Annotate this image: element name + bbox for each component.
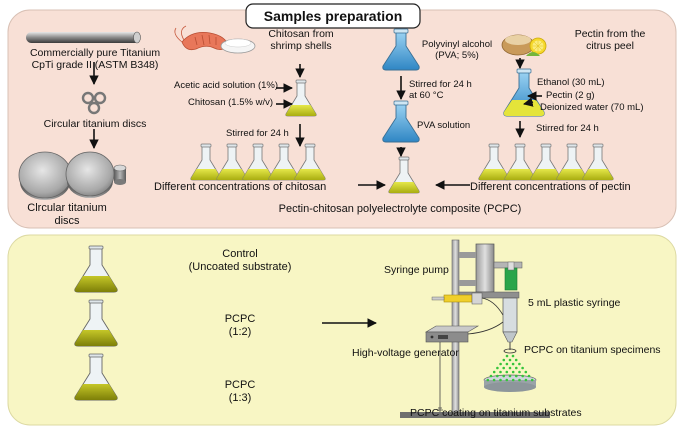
spray-droplet	[496, 374, 499, 378]
sample-pcpc-1-3-line2: (1:3)	[228, 391, 252, 404]
shrimp-graphic	[174, 25, 256, 54]
spray-droplet	[515, 374, 518, 378]
sample-pcpc-1-3-label: PCPC (1:3)	[170, 379, 310, 404]
spray-droplet	[524, 370, 528, 374]
spray-droplet	[486, 378, 490, 382]
sample-control-line1: Control	[222, 248, 258, 260]
spray-droplet	[508, 374, 512, 378]
spray-droplet	[499, 378, 502, 382]
titanium-source-label: Commercially pure Titanium CpTi grade II…	[10, 47, 180, 71]
specimens-label: PCPC on titanium specimens	[524, 344, 661, 356]
spray-droplet	[499, 362, 502, 366]
pectin-concentrations-label: Different concentrations of pectin	[470, 181, 631, 193]
process-arrows	[89, 58, 542, 190]
sample-control-label: Control (Uncoated substrate)	[170, 248, 310, 273]
pva-solution-label: PVA solution	[417, 120, 471, 131]
syringe-pump-label: Syringe pump	[384, 264, 449, 276]
titanium-source-line2: CpTi grade II (ASTM B348)	[31, 59, 159, 72]
spray-droplet	[505, 354, 509, 358]
pectin-source-line2: citrus peel	[586, 40, 634, 53]
spray-droplet	[489, 374, 493, 378]
pva-source-line1: Polyvinyl alcohol	[421, 39, 493, 50]
sample-pcpc-1-2-label: PCPC (1:2)	[170, 313, 310, 338]
pectin-stirred-label: Stirred for 24 h	[536, 123, 599, 134]
pva-flask	[382, 28, 420, 71]
pectin-source-graphic	[501, 34, 547, 56]
titanium-discs-line2: discs	[54, 214, 80, 227]
spray-droplets	[486, 354, 534, 382]
spray-droplet	[518, 362, 521, 366]
spray-droplet	[521, 374, 524, 378]
chitosan-concentrations-label: Different concentrations of chitosan	[154, 181, 327, 193]
coating-label: PCPC coating on titanium substrates	[410, 407, 582, 419]
spray-droplet	[524, 378, 528, 382]
spray-droplet	[505, 378, 509, 382]
spray-droplet	[502, 358, 506, 362]
page-title: Samples preparation	[263, 8, 403, 24]
spray-droplet	[505, 362, 509, 366]
plastic-syringe-label: 5 mL plastic syringe	[528, 297, 621, 309]
spray-droplet	[505, 370, 509, 374]
pectin-mass-label: Pectin (2 g)	[546, 90, 595, 101]
chitosan-source-line1: Chitosan from	[268, 28, 334, 40]
spray-droplet	[508, 366, 512, 370]
sample-control-line2: (Uncoated substrate)	[188, 260, 292, 273]
titanium-discs-line1: Clrcular titanium	[27, 202, 107, 214]
titanium-rod-graphic	[26, 31, 141, 44]
spray-droplet	[511, 378, 515, 382]
spray-droplet	[511, 370, 515, 374]
circular-discs-label: Circular titanium discs	[43, 118, 147, 130]
spray-droplet	[492, 370, 496, 374]
sample-pcpc-1-2-line2: (1:2)	[228, 325, 252, 338]
water-label: Deionized water (70 mL)	[540, 102, 644, 113]
pva-source-label: Polyvinyl alcohol (PVA; 5%)	[412, 39, 502, 62]
hv-generator-label: High-voltage generator	[352, 347, 459, 359]
spray-droplet	[518, 370, 521, 374]
pva-stirred-line1: Stirred for 24 h	[409, 79, 472, 90]
composite-label: Pectin-chitosan polyelectrolyte composit…	[278, 203, 522, 215]
spray-droplet	[499, 370, 502, 374]
pectin-source-line1: Pectin from the	[574, 28, 646, 40]
spray-droplet	[502, 374, 506, 378]
chitosan-stirred-label: Stirred for 24 h	[226, 128, 289, 139]
spray-droplet	[511, 362, 515, 366]
spray-droplet	[508, 358, 512, 362]
ethanol-label: Ethanol (30 mL)	[537, 77, 605, 88]
title-box	[245, 3, 421, 29]
spray-droplet	[492, 378, 496, 382]
spray-droplet	[515, 366, 518, 370]
sample-pcpc-1-3-line1: PCPC	[224, 379, 256, 391]
spray-droplet	[530, 378, 534, 382]
spray-droplet	[514, 358, 518, 362]
pectin-source-label: Pectin from the citrus peel	[555, 28, 665, 52]
acetic-acid-label: Acetic acid solution (1%)	[174, 80, 279, 91]
pva-stirred-line2: at 60 °C	[409, 89, 444, 101]
spray-droplet	[521, 366, 524, 370]
titanium-discs-graphic	[18, 151, 127, 200]
titanium-source-line1: Commercially pure Titanium	[29, 47, 161, 59]
electrospinning-apparatus	[400, 239, 550, 418]
chitosan-source-label: Chitosan from shrimp shells	[256, 28, 346, 52]
pva-solution-flask	[382, 100, 420, 143]
sample-pcpc-1-2-line1: PCPC	[224, 313, 256, 325]
spray-droplet	[518, 378, 521, 382]
pectin-flask	[503, 68, 545, 117]
chitosan-source-line2: shrimp shells	[270, 40, 332, 53]
chitosan-concentration-label: Chitosan (1.5% w/v)	[188, 97, 274, 108]
titanium-discs-label: Clrcular titanium discs	[22, 202, 112, 227]
spray-droplet	[527, 374, 531, 378]
spray-droplet	[502, 366, 506, 370]
spray-droplet	[496, 366, 499, 370]
spray-droplet	[511, 354, 515, 358]
titanium-rings-graphic	[81, 91, 107, 115]
pva-stirred-label: Stirred for 24 h at 60 °C	[409, 79, 472, 102]
pva-source-line2: (PVA; 5%)	[435, 49, 479, 61]
